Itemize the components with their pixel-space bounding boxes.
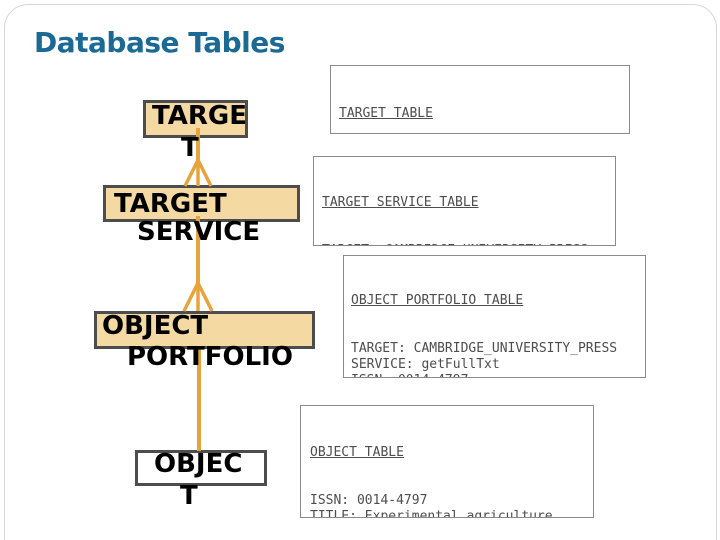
entity-box-target-service [103,185,300,222]
entity-label-object-portfolio-line2: PORTFOLIO [127,342,293,372]
panel-line: TARGET: CAMBRIDGE_UNIVERSITY_PRESS [351,341,618,356]
panel-lines: TARGET: CAMBRIDGE_UNIVERSITY_PRESSSERVIC… [322,243,615,245]
entity-box-target [143,100,248,138]
entity-label-target-service-line2: SERVICE [137,217,261,247]
panel-line: SERVICE: getFullTxt [351,357,500,372]
panel-line: ISSN: 0014-4797 [351,373,645,377]
panel-title: OBJECT TABLE [310,445,404,460]
detail-panel-target-service-table: TARGET SERVICE TABLE TARGET: CAMBRIDGE_U… [313,156,616,246]
entity-label-target-line2: T [181,133,199,163]
page-title: Database Tables [34,26,285,59]
entity-box-object [135,450,267,486]
panel-title: OBJECT PORTFOLIO TABLE [351,293,524,308]
panel-line: TITLE: Experimental agriculture [310,509,553,518]
detail-panel-object-portfolio-table: OBJECT PORTFOLIO TABLE TARGET: CAMBRIDGE… [343,255,646,378]
slide-frame [4,4,717,540]
panel-title: TARGET TABLE [339,106,433,121]
panel-title: TARGET SERVICE TABLE [322,195,479,210]
entity-box-object-portfolio [94,311,315,349]
entity-label-target-service-line1: TARGET [114,189,227,219]
detail-panel-target-table: TARGET TABLE TARGET: CAMBRIDGE_UNIVERSIT… [330,65,630,134]
panel-line: ISSN: 0014-4797 [310,493,428,508]
entity-label-object-portfolio-line1: OBJECT [102,311,209,341]
entity-label-object-line1: OBJEC [154,449,243,479]
entity-label-object-line2: T [180,481,198,511]
panel-line: TARGET: CAMBRIDGE_UNIVERSITY_PRESS [322,243,615,245]
entity-label-target-line1: TARGE [152,101,247,131]
